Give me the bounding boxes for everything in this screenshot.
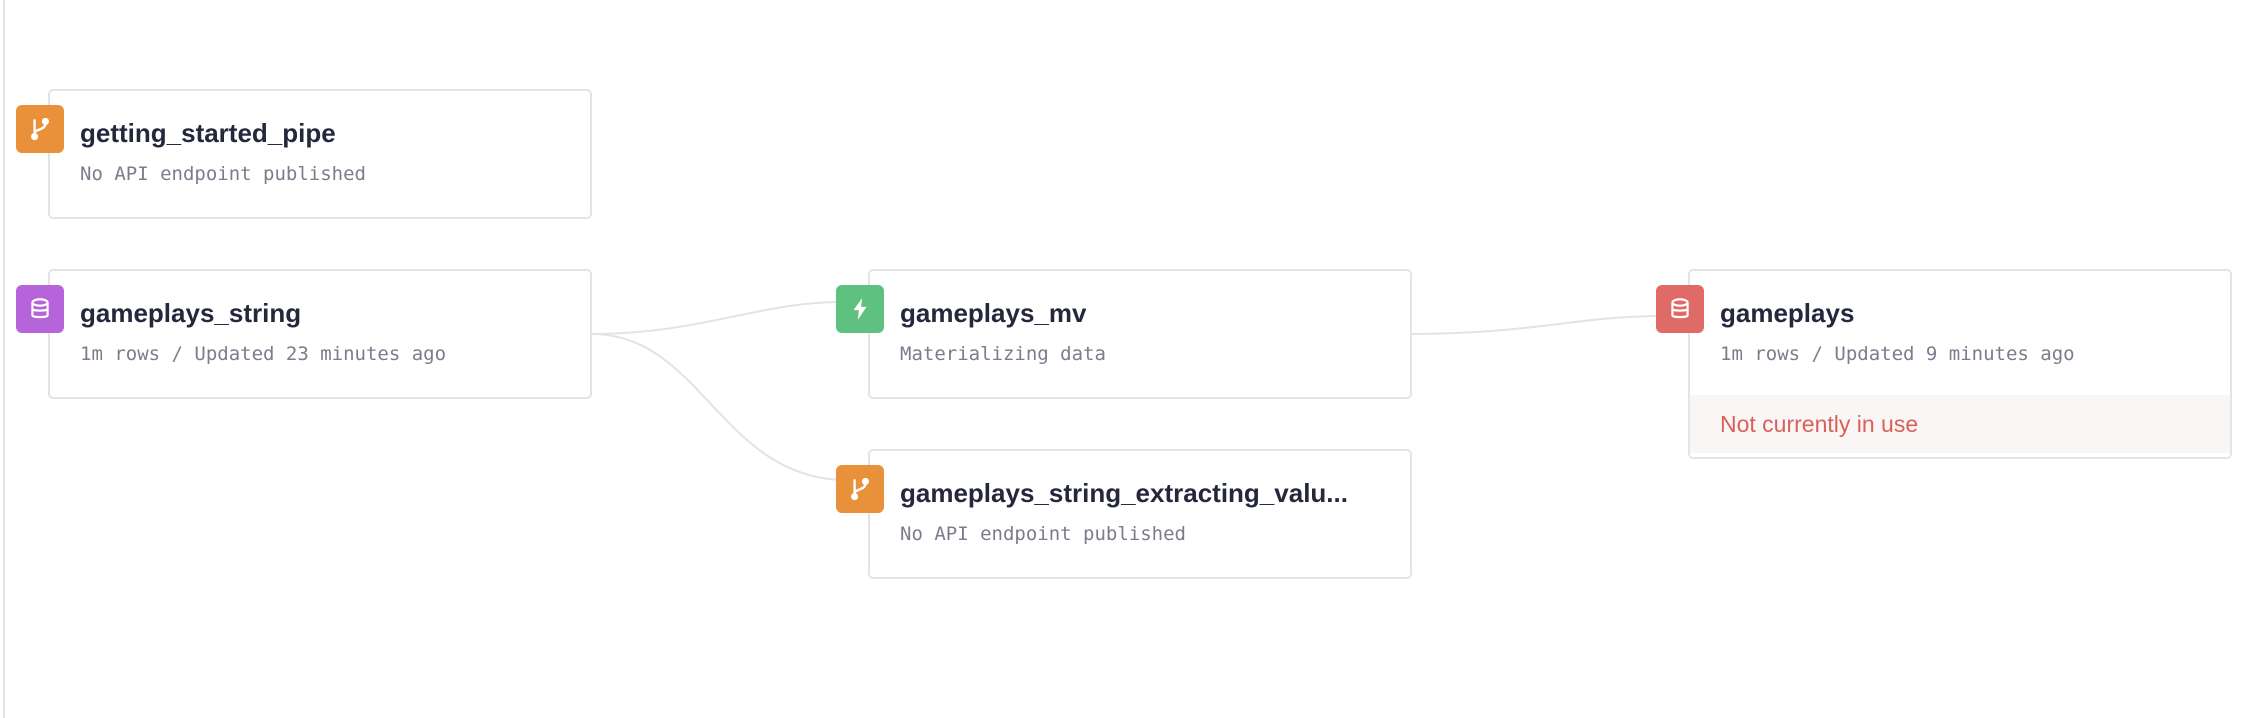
node-title: gameplays — [1720, 298, 1855, 328]
node-title: gameplays_string — [80, 298, 302, 328]
node-gameplays-string-extracting[interactable]: gameplays_string_extracting_valu... No A… — [868, 449, 1412, 579]
lightning-icon[interactable] — [836, 285, 884, 333]
node-gameplays-mv[interactable]: gameplays_mv Materializing data — [868, 269, 1412, 399]
canvas-left-border — [3, 0, 5, 718]
node-subtitle: Materializing data — [900, 343, 1106, 365]
edge-gameplays-mv-to-gameplays — [1411, 315, 1661, 335]
database-icon[interactable] — [1656, 285, 1704, 333]
node-gameplays-string[interactable]: gameplays_string 1m rows / Updated 23 mi… — [48, 269, 592, 399]
status-text: Not currently in use — [1720, 411, 1919, 437]
node-subtitle: No API endpoint published — [900, 523, 1186, 545]
edge-gameplays-string-to-gameplays-mv — [591, 301, 841, 335]
node-subtitle: 1m rows / Updated 9 minutes ago — [1720, 343, 2075, 365]
status-banner: Not currently in use — [1690, 395, 2230, 453]
node-subtitle: 1m rows / Updated 23 minutes ago — [80, 343, 447, 365]
pipe-branch-icon[interactable] — [836, 465, 884, 513]
database-icon[interactable] — [16, 285, 64, 333]
edge-gameplays-string-to-extracting — [591, 333, 841, 481]
node-title: gameplays_string_extracting_valu... — [900, 478, 1348, 508]
pipe-branch-icon[interactable] — [16, 105, 64, 153]
node-title: gameplays_mv — [900, 298, 1087, 328]
node-getting-started-pipe[interactable]: getting_started_pipe No API endpoint pub… — [48, 89, 592, 219]
node-gameplays[interactable]: gameplays 1m rows / Updated 9 minutes ag… — [1688, 269, 2232, 459]
node-subtitle: No API endpoint published — [80, 163, 366, 185]
node-title: getting_started_pipe — [80, 118, 336, 148]
